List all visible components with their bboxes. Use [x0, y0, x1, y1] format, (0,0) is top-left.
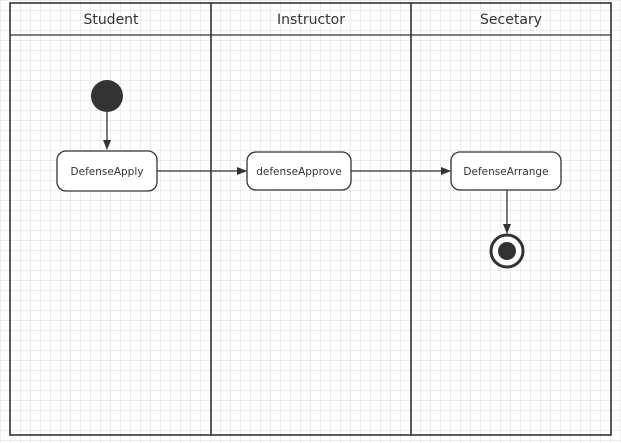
action-label: DefenseApply — [71, 166, 144, 178]
action-label: DefenseArrange — [463, 166, 548, 178]
final-node-core — [498, 242, 516, 260]
action-label: defenseApprove — [256, 166, 342, 178]
action-box — [450, 151, 562, 191]
action-defense-approve[interactable]: defenseApprove — [246, 151, 352, 191]
final-node — [489, 233, 525, 269]
action-defense-apply[interactable]: DefenseApply — [56, 150, 158, 192]
action-defense-arrange[interactable]: DefenseArrange — [450, 151, 562, 191]
action-box — [246, 151, 352, 191]
swimlane-frame — [9, 2, 612, 436]
initial-node — [91, 80, 123, 112]
action-box — [56, 150, 158, 192]
lane-title-student: Student — [83, 12, 139, 28]
lane-title-secetary: Secetary — [480, 12, 542, 28]
lane-title-instructor: Instructor — [277, 12, 345, 28]
